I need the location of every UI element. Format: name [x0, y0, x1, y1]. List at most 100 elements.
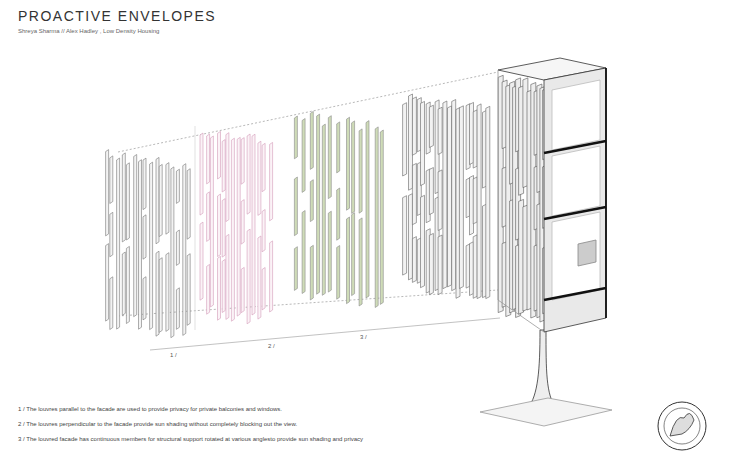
parallel-louvre: [176, 230, 179, 265]
louvre-layers: [106, 75, 548, 337]
structural-member: [375, 127, 378, 308]
structural-member: [366, 121, 369, 298]
perpendicular-louvre: [231, 138, 234, 321]
combined-louvre: [412, 163, 416, 224]
combined-louvre: [421, 195, 425, 287]
crest-logo: [658, 402, 706, 450]
combined-louvre: [409, 194, 413, 280]
perpendicular-louvre: [218, 256, 221, 320]
projection-guides: [118, 72, 498, 330]
perpendicular-louvre: [210, 136, 213, 307]
callout-number: 3 /: [360, 334, 367, 340]
perpendicular-louvre: [262, 268, 265, 310]
parallel-louvre: [110, 156, 113, 204]
perpendicular-louvre: [262, 210, 265, 252]
structural-member: [310, 245, 313, 300]
structural-member: [337, 188, 340, 240]
subtitle: Shreya Sharma // Alex Hadley , Low Densi…: [18, 28, 159, 34]
combined-louvre: [429, 233, 433, 294]
parallel-louvre: [143, 277, 146, 320]
parallel-louvre: [159, 164, 162, 236]
ground-line: [150, 318, 500, 350]
parallel-louvre: [171, 167, 174, 338]
combined-louvre: [470, 102, 474, 164]
combined-louvre: [429, 168, 433, 215]
structural-member: [310, 111, 313, 169]
parallel-louvre: [159, 258, 162, 333]
perpendicular-louvre: [226, 133, 229, 222]
combined-louvre: [459, 106, 463, 289]
structural-member: [302, 119, 305, 193]
parallel-louvre: [122, 153, 125, 242]
structural-member: [294, 177, 297, 236]
combined-louvre: [438, 235, 442, 295]
perpendicular-louvre: [241, 267, 244, 312]
parallel-louvre: [106, 244, 109, 322]
combined-louvre: [409, 94, 413, 190]
callout-number: 1 /: [170, 352, 177, 358]
combined-louvre: [470, 242, 474, 296]
structural-member: [359, 218, 362, 306]
structural-member: [347, 217, 350, 304]
combined-louvre: [470, 176, 474, 236]
structural-member: [347, 117, 350, 210]
perpendicular-louvre: [218, 131, 221, 179]
perpendicular-louvre: [226, 234, 229, 319]
structural-member: [317, 114, 320, 294]
structural-member: [352, 213, 355, 296]
parallel-louvre: [150, 162, 153, 330]
perpendicular-louvre: [222, 199, 225, 258]
perpendicular-louvre: [200, 222, 203, 300]
perpendicular-louvre: [218, 194, 221, 257]
parallel-louvre: [187, 169, 190, 240]
combined-louvre: [412, 97, 416, 155]
perpendicular-louvre: [262, 143, 265, 191]
parallel-louvre: [156, 251, 159, 336]
parallel-louvre: [106, 150, 109, 236]
combined-louvre: [438, 107, 442, 154]
structural-member: [310, 180, 313, 222]
note: 1 / The louvres parallel to the facade a…: [18, 406, 282, 412]
parallel-louvre: [139, 160, 142, 330]
perpendicular-louvre: [241, 138, 244, 185]
parallel-louvre: [117, 158, 120, 329]
structural-member: [294, 116, 297, 159]
parallel-louvre: [187, 254, 190, 326]
combined-louvre: [403, 103, 407, 176]
perpendicular-louvre: [252, 134, 255, 315]
parallel-louvre: [143, 158, 146, 210]
parallel-louvre: [176, 169, 179, 203]
parallel-louvre: [143, 215, 146, 259]
callout-number: 2 /: [268, 343, 275, 349]
perpendicular-louvre: [258, 141, 261, 215]
combined-louvre: [412, 237, 416, 283]
combined-louvre: [473, 177, 477, 224]
combined-louvre: [477, 104, 481, 299]
parallel-louvre: [134, 155, 137, 317]
perpendicular-louvre: [247, 229, 250, 324]
parallel-louvre: [176, 288, 179, 330]
page-title: PROACTIVE ENVELOPES: [18, 8, 216, 24]
perpendicular-louvre: [207, 264, 210, 314]
parallel-louvre: [166, 253, 169, 332]
combined-louvre: [403, 196, 407, 275]
structural-member: [337, 122, 340, 173]
combined-louvre: [429, 105, 433, 147]
structural-member: [294, 247, 297, 291]
structural-member: [328, 116, 331, 199]
note: 2 / The louvres perpendicular to the fac…: [18, 421, 297, 427]
perpendicular-louvre: [270, 142, 273, 220]
parallel-louvre: [122, 252, 125, 315]
combined-louvre: [443, 101, 447, 289]
perpendicular-louvre: [207, 134, 210, 184]
parallel-louvre: [126, 246, 129, 323]
perpendicular-louvre: [222, 140, 225, 193]
structural-member: [337, 246, 340, 300]
parallel-louvre: [156, 157, 159, 243]
perpendicular-louvre: [241, 200, 244, 245]
parallel-louvre: [126, 163, 129, 240]
parallel-louvre: [110, 212, 113, 256]
perpendicular-louvre: [200, 133, 203, 215]
combined-louvre: [438, 170, 442, 231]
